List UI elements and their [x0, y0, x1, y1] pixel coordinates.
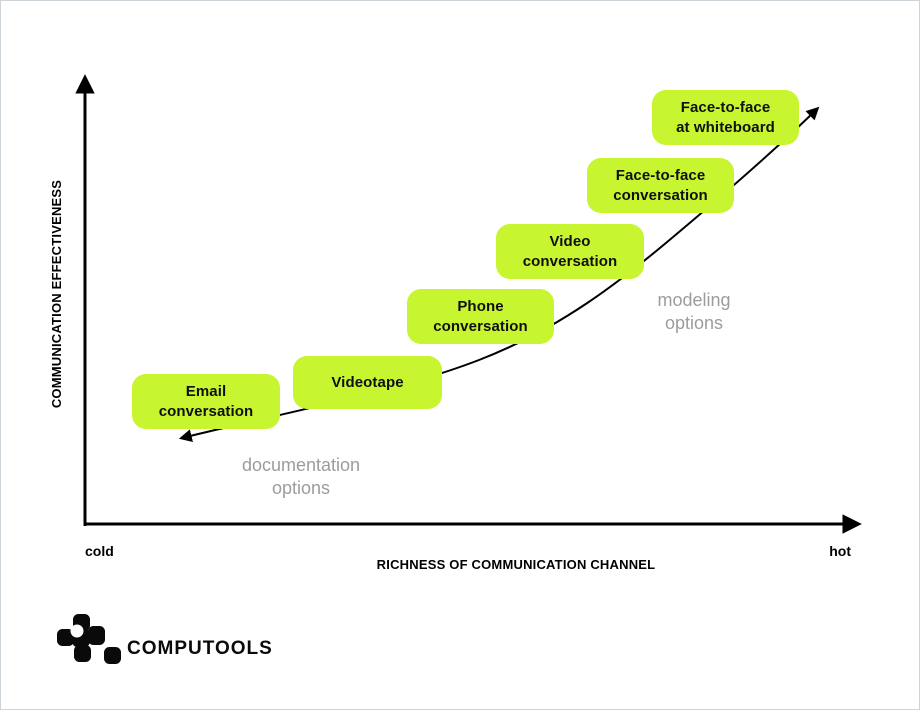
computools-logo-icon — [57, 614, 121, 664]
x-axis-max-label: hot — [829, 543, 851, 559]
node-video-conversation: Video conversation — [496, 224, 644, 279]
x-axis-label: RICHNESS OF COMMUNICATION CHANNEL — [376, 557, 656, 572]
y-axis-label: COMMUNICATION EFFECTIVENESS — [49, 179, 64, 409]
computools-logo-text: COMPUTOOLS — [127, 638, 273, 659]
node-email-conversation: Email conversation — [132, 374, 280, 429]
node-videotape: Videotape — [293, 356, 442, 409]
node-label: Phone conversation — [433, 298, 528, 335]
node-phone-conversation: Phone conversation — [407, 289, 554, 344]
node-label: Video conversation — [522, 233, 618, 270]
annotation-modeling-options: modeling options — [657, 290, 731, 334]
node-label: Face-to-face at whiteboard — [676, 99, 775, 136]
x-axis-min-label: cold — [85, 543, 114, 559]
node-face-to-face-at-whiteboard: Face-to-face at whiteboard — [652, 90, 799, 145]
node-label: Email conversation — [158, 383, 254, 420]
annotation-documentation-options: documentation options — [241, 455, 361, 499]
node-face-to-face-conversation: Face-to-face conversation — [587, 158, 734, 213]
node-label: Videotape — [331, 373, 404, 391]
node-label: Face-to-face conversation — [613, 167, 708, 204]
